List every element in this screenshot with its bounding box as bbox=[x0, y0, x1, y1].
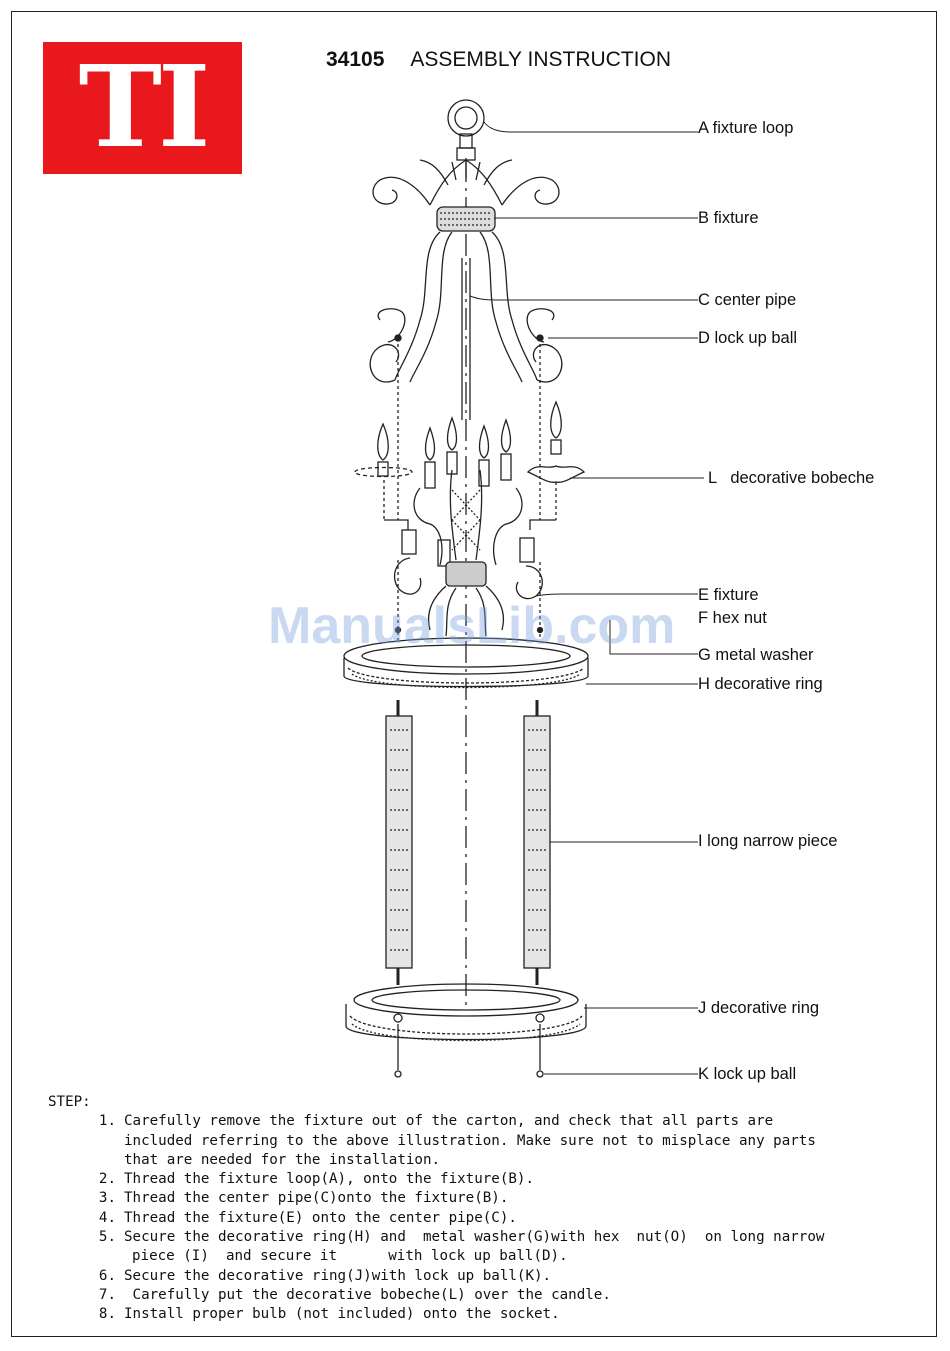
center-pipe-part bbox=[461, 258, 471, 420]
callout-j: J decorative ring bbox=[698, 999, 820, 1017]
leader-lines bbox=[469, 121, 704, 1075]
lower-fixture-part bbox=[393, 416, 544, 640]
step-item: 4.Thread the fixture(E) onto the center … bbox=[98, 1209, 517, 1226]
watermark: ManualsLib.com bbox=[268, 597, 676, 655]
long-narrow-pieces-part bbox=[385, 700, 551, 985]
page-border bbox=[11, 11, 937, 1337]
step-line: included referring to the above illustra… bbox=[124, 1132, 816, 1149]
callout-b: B fixture bbox=[698, 209, 759, 227]
decorative-ring-h-part bbox=[343, 637, 589, 689]
outer-candles-part bbox=[354, 400, 586, 530]
logo-text: TI bbox=[78, 42, 211, 173]
step-item: 5.Secure the decorative ring(H) and meta… bbox=[98, 1229, 825, 1246]
callout-c: C center pipe bbox=[698, 291, 797, 309]
step-item: 6.Secure the decorative ring(J)with lock… bbox=[98, 1267, 552, 1284]
brand-logo: TI bbox=[43, 42, 242, 174]
step-item: 3.Thread the center pipe(C)onto the fixt… bbox=[98, 1190, 509, 1207]
lock-up-balls-part bbox=[394, 1024, 544, 1078]
page-title: 34105 ASSEMBLY INSTRUCTION bbox=[326, 48, 671, 72]
callout-f: F hex nut bbox=[698, 609, 767, 627]
callout-l: L decorative bobeche bbox=[708, 469, 875, 487]
step-item: 2.Thread the fixture loop(A), onto the f… bbox=[98, 1171, 534, 1188]
callout-a: A fixture loop bbox=[698, 119, 794, 137]
step-line: that are needed for the installation. bbox=[124, 1151, 441, 1168]
callout-g: G metal washer bbox=[698, 646, 814, 664]
step-line: piece (I) and secure it with lock up bal… bbox=[132, 1248, 568, 1265]
callout-d: D lock up ball bbox=[698, 329, 798, 347]
fixture-loop-part bbox=[447, 99, 485, 161]
step-item: 7. Carefully put the decorative bobeche(… bbox=[98, 1286, 611, 1303]
callout-e: E fixture bbox=[698, 586, 759, 604]
assembly-steps: STEP: 1.Carefully remove the fixture out… bbox=[48, 1093, 908, 1325]
step-item: 1.Carefully remove the fixture out of th… bbox=[98, 1113, 774, 1130]
title-text: ASSEMBLY INSTRUCTION bbox=[410, 48, 672, 71]
fixture-crown-part bbox=[372, 158, 560, 232]
step-item: 8.Install proper bulb (not included) ont… bbox=[98, 1306, 560, 1323]
callout-i: I long narrow piece bbox=[698, 832, 838, 850]
callout-k: K lock up ball bbox=[698, 1065, 797, 1083]
decorative-ring-j-part bbox=[345, 983, 587, 1042]
model-number: 34105 bbox=[326, 48, 385, 71]
steps-heading: STEP: bbox=[48, 1094, 91, 1110]
callout-h: H decorative ring bbox=[698, 675, 823, 693]
upper-arms-part bbox=[369, 231, 563, 520]
